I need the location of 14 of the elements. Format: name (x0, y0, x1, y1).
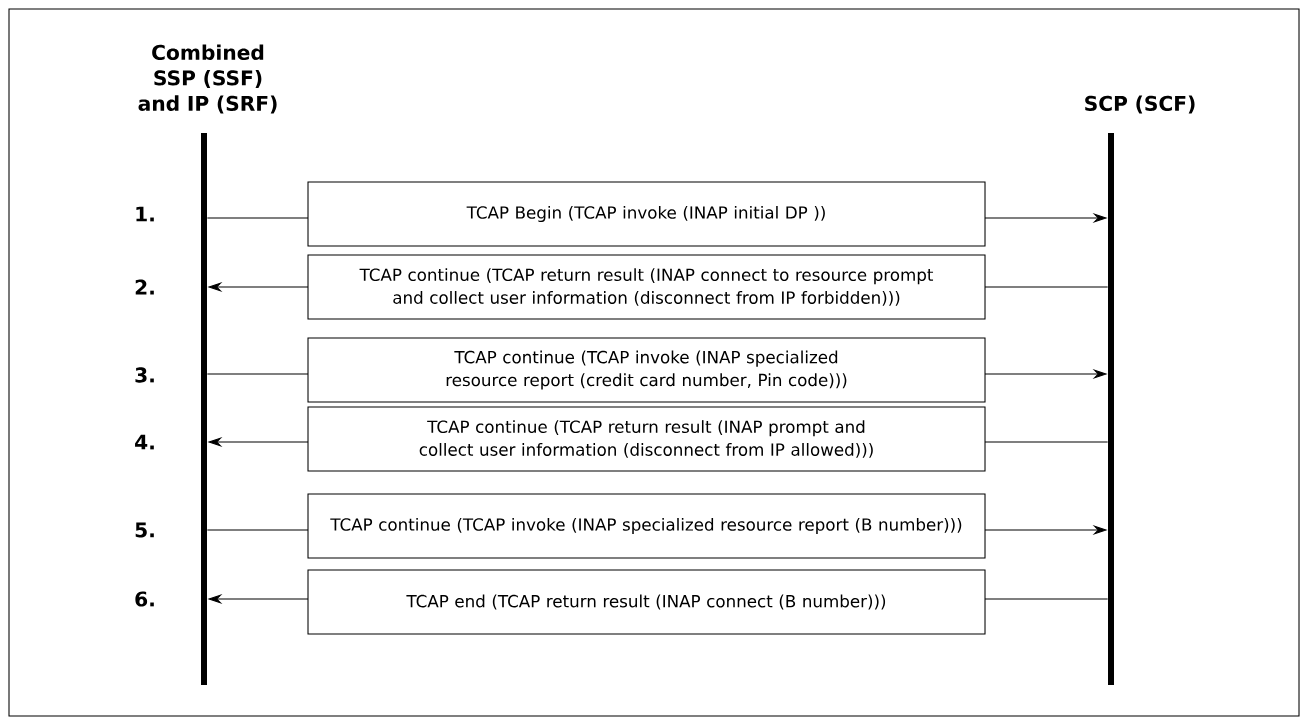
edge-label: TCAP end (TCAP return result (INAP connect (B number))) (307, 569, 986, 635)
edge-label: TCAP continue (TCAP return result (INAP prompt and collect user information (disconnect from IP allowed))) (307, 406, 986, 472)
step-number: 3. (135, 367, 154, 383)
edge-label: TCAP Begin (TCAP invoke (INAP initial DP )) (307, 181, 986, 247)
edge-label: TCAP continue (TCAP invoke (INAP specialized resource report (credit card number, Pin code))) (307, 337, 986, 403)
edge-label: TCAP continue (TCAP invoke (INAP specialized resource report (B number))) (307, 493, 986, 559)
lifeline-heading: Combined SSP (SSF) and IP (SRF) (138, 44, 277, 114)
edge-label: TCAP continue (TCAP return result (INAP connect to resource prompt and collect user information (disconnect from IP forbidden))) (307, 254, 986, 320)
step-number: 2. (135, 279, 154, 295)
step-number: 1. (136, 206, 154, 222)
step-number: 6. (135, 591, 154, 607)
lifeline-heading: SCP (SCF) (1085, 95, 1195, 114)
step-number: 4. (135, 434, 154, 450)
step-number: 5. (135, 522, 154, 538)
